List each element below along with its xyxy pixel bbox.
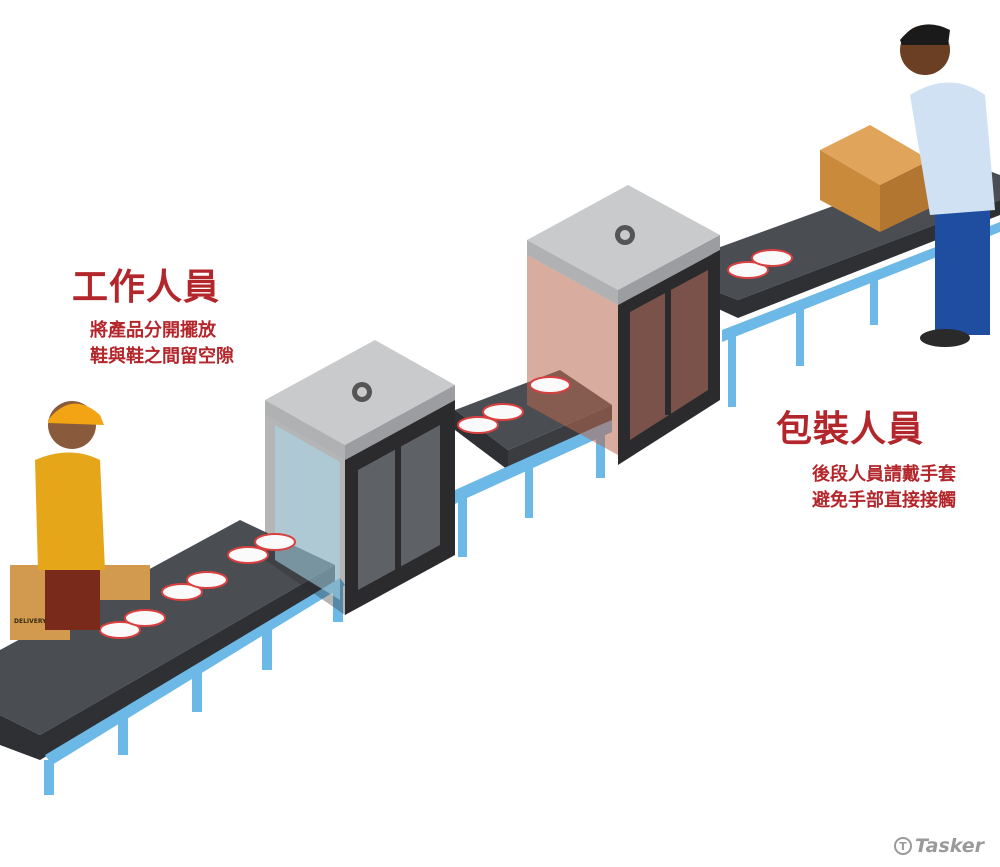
shoes xyxy=(99,249,793,639)
tasker-logo: T Tasker xyxy=(893,835,984,857)
worker-description: 將產品分開擺放 鞋與鞋之間留空隙 xyxy=(90,318,234,370)
packer-line-1: 後段人員請戴手套 xyxy=(812,464,956,485)
worker-line-2: 鞋與鞋之間留空隙 xyxy=(90,346,234,367)
logo-icon: T xyxy=(893,837,912,855)
conveyor-segment-1 xyxy=(0,520,345,795)
worker-figure xyxy=(10,401,150,640)
logo-text: Tasker xyxy=(914,835,984,857)
scanner-machine-2 xyxy=(527,185,720,465)
worker-line-1: 將產品分開擺放 xyxy=(90,320,216,341)
packer-description: 後段人員請戴手套 避免手部直接接觸 xyxy=(812,462,956,514)
packer-title: 包裝人員 xyxy=(776,409,925,450)
packer-line-2: 避免手部直接接觸 xyxy=(812,490,956,511)
scanner-machine-1 xyxy=(265,340,455,615)
hard-hat xyxy=(48,403,104,425)
packer-figure xyxy=(820,24,995,347)
box-label: DELIVERY xyxy=(14,618,47,625)
worker-title: 工作人員 xyxy=(72,267,221,308)
